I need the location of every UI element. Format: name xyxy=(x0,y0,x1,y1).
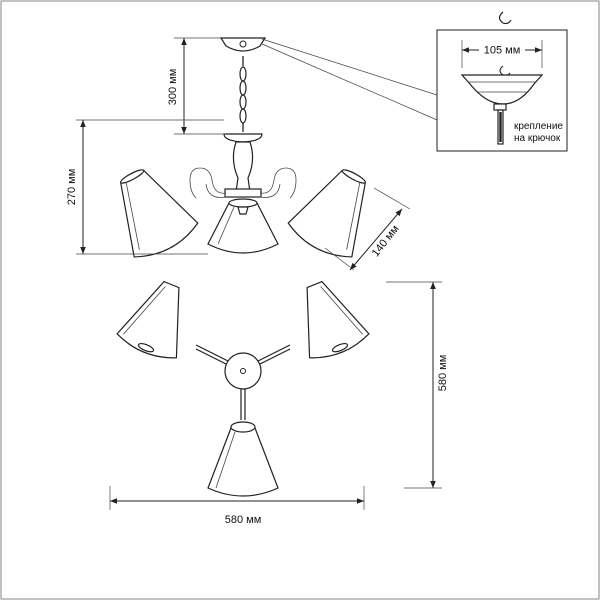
suspension-chain xyxy=(239,56,247,132)
canopy-screw xyxy=(239,40,247,48)
shade-size-dimension xyxy=(349,208,403,271)
inset-leader-bottom xyxy=(261,43,438,121)
body-height-label: 270 мм xyxy=(66,169,78,206)
side-view xyxy=(119,37,367,258)
right-arm xyxy=(259,167,297,199)
inset-width-label: 105 мм xyxy=(484,45,521,57)
top-cap xyxy=(223,133,263,143)
plan-center-dot xyxy=(240,368,246,374)
center-collar xyxy=(224,188,262,198)
plan-shade-bottom xyxy=(207,421,279,497)
inset-collar xyxy=(493,103,507,111)
plan-shade-right xyxy=(306,280,370,359)
center-shade xyxy=(207,198,279,254)
plan-width-label: 580 мм xyxy=(225,514,262,526)
left-arm xyxy=(189,167,227,199)
inset-caption-line1: крепление xyxy=(514,121,563,132)
plan-arm-left xyxy=(195,344,231,363)
inset-leader-top xyxy=(261,38,438,96)
plan-shade-left xyxy=(116,280,180,359)
suspension-height-label: 300 мм xyxy=(167,69,179,106)
left-shade xyxy=(119,169,199,258)
hook-icon-top xyxy=(498,11,512,25)
plan-arm-right xyxy=(255,344,291,363)
plan-view xyxy=(116,280,370,497)
inset-caption-line2: на крючок xyxy=(514,133,561,144)
plan-height-label: 580 мм xyxy=(437,355,449,392)
hook-mount-inset: 105 мм крепление на крючок xyxy=(436,11,568,152)
center-body xyxy=(232,141,254,193)
